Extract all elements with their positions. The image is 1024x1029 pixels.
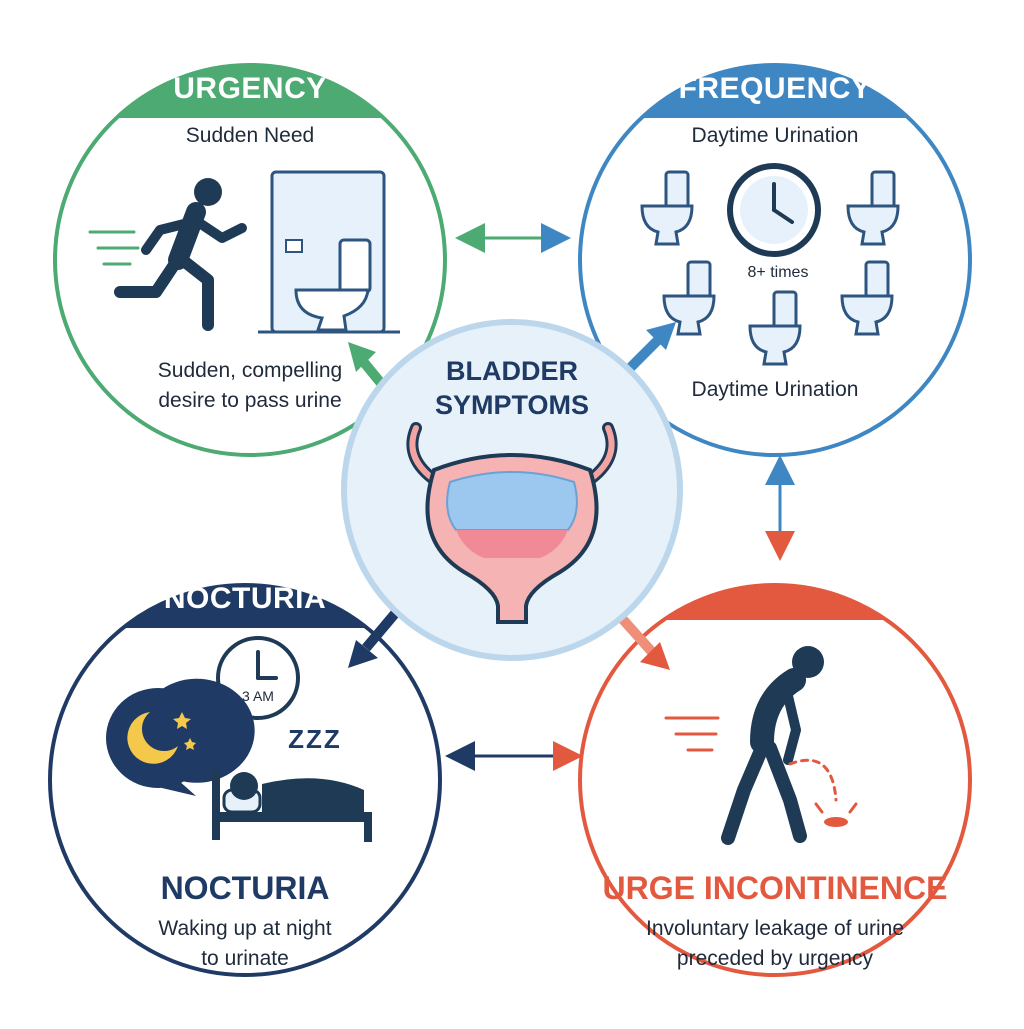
nocturia-heading: NOCTURIA (163, 582, 327, 615)
frequency-subtitle: Daytime Urination (691, 124, 859, 147)
center-title-line2: SYMPTOMS (434, 390, 590, 420)
toilet-icon (846, 170, 900, 246)
incontinence-description-line2: preceded by urgency (676, 947, 874, 970)
urgency-subtitle: Sudden Need (185, 124, 315, 147)
toilet-stall-icon (258, 170, 400, 334)
nocturia-description-line1: Waking up at night (158, 917, 332, 940)
bladder-icon (406, 422, 618, 624)
toilet-icon (640, 170, 694, 246)
center-circle (341, 319, 683, 661)
center-title-line1: BLADDER (446, 356, 578, 386)
moon-stars-icon (106, 678, 255, 796)
frequency-count: 8+ times (747, 264, 809, 281)
arrow-center-incontinence (614, 610, 656, 656)
urgency-heading: URGENCY (173, 72, 327, 105)
nocturia-title: NOCTURIA (160, 870, 330, 906)
nocturia-circle (48, 583, 442, 977)
frequency-caption: Daytime Urination (691, 378, 859, 401)
toilet-icon (840, 260, 894, 336)
urgency-description-line2: desire to pass urine (158, 389, 342, 412)
nocturia-clock-label: 3 AM (242, 688, 274, 704)
sleeping-person-icon (212, 770, 372, 842)
frequency-heading: FREQUENCY (678, 72, 872, 105)
clock-icon (727, 163, 821, 257)
nocturia-sleep-text: ZZZ (288, 724, 342, 754)
leaking-person-icon (664, 646, 858, 845)
incontinence-title: URGE INCONTINENCE (602, 870, 948, 906)
toilet-icon (662, 260, 716, 336)
urgency-description-line1: Sudden, compelling (157, 359, 343, 382)
nocturia-description-line2: to urinate (201, 947, 289, 970)
arrow-center-nocturia (362, 606, 402, 652)
incontinence-description-line1: Involuntary leakage of urine (646, 917, 904, 940)
toilet-icon (748, 290, 802, 366)
running-person-icon (88, 178, 247, 331)
